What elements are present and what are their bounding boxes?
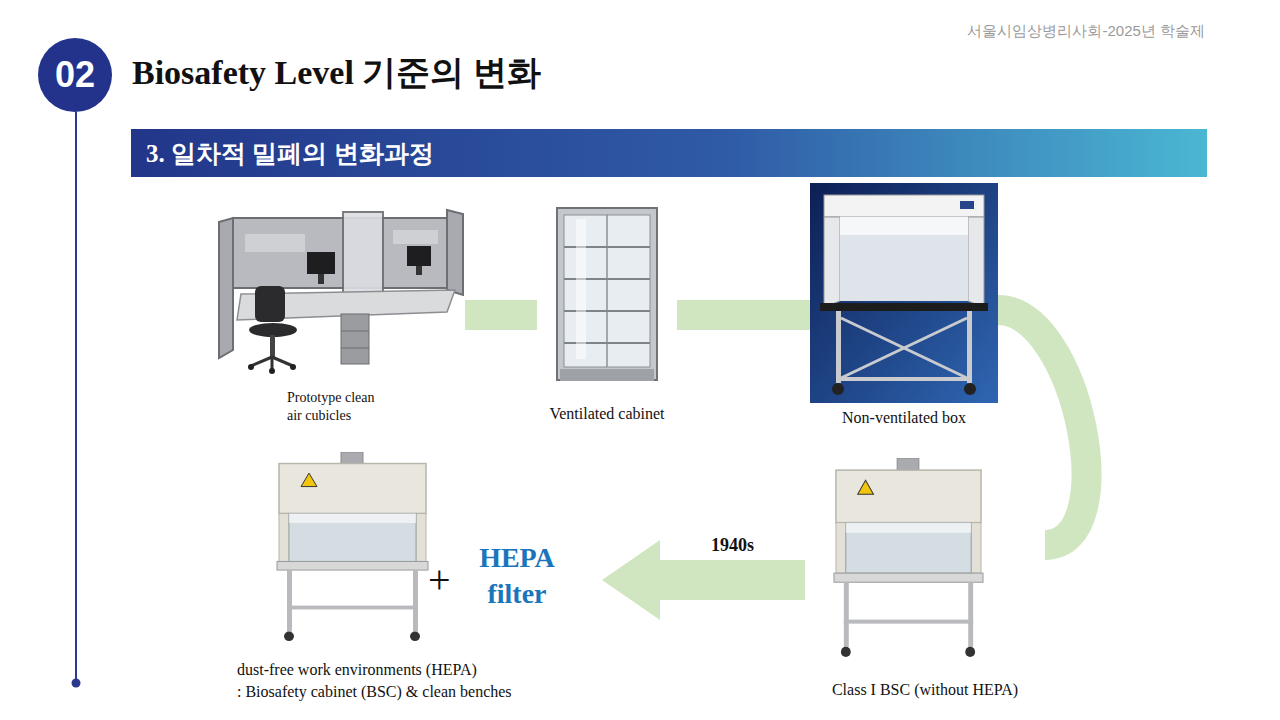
picture-holder <box>275 452 430 644</box>
stage-caption: Non-ventilated box <box>810 408 998 429</box>
flow-arrow <box>465 300 537 330</box>
stage-caption: dust-free work environments (HEPA) <box>237 660 597 681</box>
flow-band <box>677 300 810 330</box>
stage-caption: Ventilated cabinet <box>537 404 677 425</box>
stage-caption: Class I BSC (without HEPA) <box>805 680 1045 701</box>
section-heading: 3. 일차적 밀폐의 변화과정 <box>146 137 434 170</box>
flow-arrow <box>602 540 805 620</box>
section-band: 3. 일차적 밀폐의 변화과정 <box>131 129 1207 177</box>
picture-holder <box>810 183 998 403</box>
rail-dot <box>72 679 81 688</box>
flow-band <box>998 310 1086 545</box>
picture-holder <box>556 207 658 383</box>
stage-box: Non-ventilated box <box>810 183 998 433</box>
stage-box: Ventilated cabinet <box>537 207 677 429</box>
hood-picture <box>810 183 998 403</box>
filter-label: HEPA filter <box>468 540 566 613</box>
section-number: 02 <box>55 57 95 93</box>
cubicle-picture <box>215 200 465 375</box>
stage-box: Prototype clean air cubicles <box>215 200 465 430</box>
edge-label: 1940s <box>709 535 756 556</box>
flow-arrow <box>998 310 1086 545</box>
rail-line <box>75 112 77 683</box>
stage-box: dust-free work environments (HEPA): Bios… <box>232 452 602 707</box>
flow-arrow <box>677 300 810 330</box>
picture-holder <box>832 458 985 660</box>
slide-title: Biosafety Level 기준의 변화 <box>132 50 1280 96</box>
stage-caption: Prototype clean air cubicles <box>287 389 391 425</box>
stage-caption: : Biosafety cabinet (BSC) & clean benche… <box>237 682 597 703</box>
hepa-bsc-picture <box>275 452 430 644</box>
event-watermark: 서울시임상병리사회-2025년 학술제 <box>967 22 1205 40</box>
flow-band <box>602 540 805 620</box>
flow-band <box>465 300 537 330</box>
plus-sign: + <box>428 556 451 604</box>
picture-holder <box>215 200 465 375</box>
class1-bsc-picture <box>832 458 985 660</box>
cabinet-picture <box>556 207 658 383</box>
section-number-circle: 02 <box>38 38 112 112</box>
stage-box: Class I BSC (without HEPA) <box>805 458 1045 705</box>
